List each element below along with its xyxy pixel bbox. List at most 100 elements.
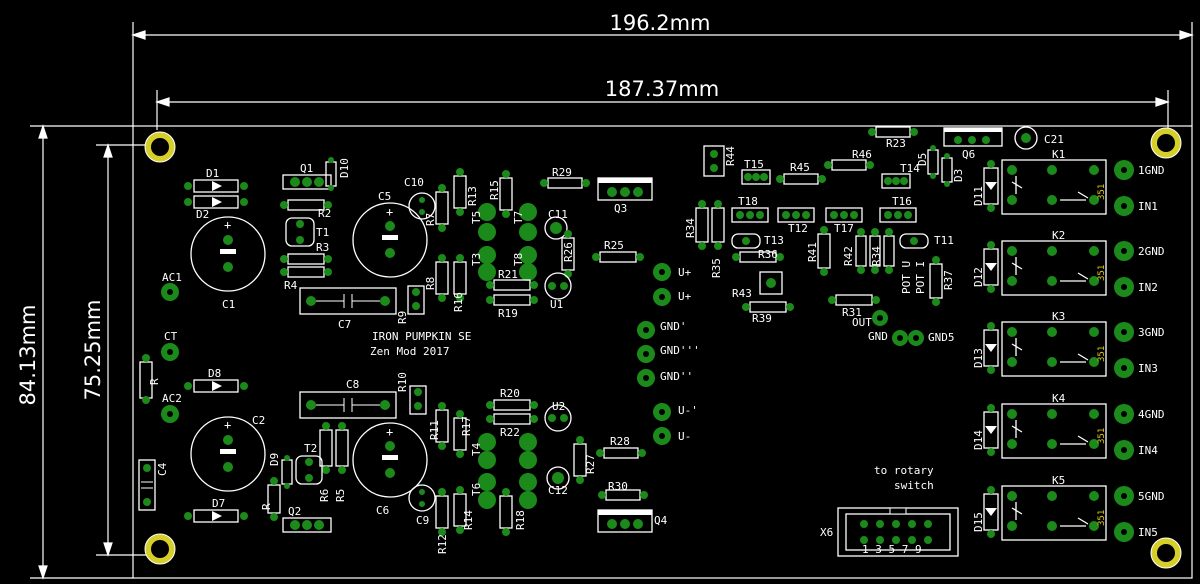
label-u-minus-1: U-' bbox=[678, 404, 698, 417]
relay-ref-label: K1 bbox=[1052, 148, 1065, 161]
transistor-t2 bbox=[295, 455, 323, 485]
label-pot-u: POT U bbox=[900, 261, 913, 294]
capacitor-c8 bbox=[299, 391, 397, 419]
label-r8: R8 bbox=[424, 277, 437, 290]
label-r17: R17 bbox=[460, 416, 473, 436]
label-r36: R36 bbox=[758, 248, 778, 261]
amp-section-lower bbox=[408, 385, 648, 536]
dim-inner-height: 75.25mm bbox=[81, 299, 105, 400]
transistor-q4 bbox=[597, 509, 653, 533]
label-r21: R21 bbox=[498, 268, 518, 281]
svg-text:+: + bbox=[386, 425, 393, 439]
label-d10: D10 bbox=[338, 158, 351, 178]
label-r13: R13 bbox=[466, 186, 479, 206]
label-r30: R30 bbox=[608, 480, 628, 493]
relay-value-label: 351 bbox=[1097, 265, 1107, 281]
relay-in-label: IN3 bbox=[1138, 362, 1158, 375]
power-pads bbox=[637, 263, 671, 445]
relay-section: D11K13511GNDIN1D12K23512GNDIN2D13K33513G… bbox=[972, 148, 1165, 542]
label-c4: C4 bbox=[156, 462, 169, 476]
relay-gnd-label: 4GND bbox=[1138, 408, 1165, 421]
label-t5: T5 bbox=[470, 211, 483, 224]
relay-ref-label: K2 bbox=[1052, 229, 1065, 242]
label-c9: C9 bbox=[416, 514, 429, 527]
regulator-section bbox=[695, 126, 1038, 346]
svg-text:+: + bbox=[224, 418, 231, 432]
label-t1: T1 bbox=[316, 226, 329, 239]
amp-section-upper bbox=[407, 168, 644, 315]
label-r39: R39 bbox=[752, 312, 772, 325]
label-gnd-2: GND''' bbox=[660, 344, 700, 357]
label-r22: R22 bbox=[500, 426, 520, 439]
label-t14: T14 bbox=[900, 162, 920, 175]
resistor-r-left bbox=[139, 354, 153, 404]
transistor-q3 bbox=[597, 177, 653, 201]
capacitor-c2: + bbox=[190, 416, 266, 492]
label-t18: T18 bbox=[738, 195, 758, 208]
label-r43: R43 bbox=[732, 287, 752, 300]
label-gnd-3: GND'' bbox=[660, 370, 693, 383]
label-r19: R19 bbox=[498, 307, 518, 320]
label-r28: R28 bbox=[610, 435, 630, 448]
svg-text:+: + bbox=[224, 218, 231, 232]
label-u-minus-2: U- bbox=[678, 430, 691, 443]
label-r45: R45 bbox=[790, 161, 810, 174]
label-t2: T2 bbox=[304, 442, 317, 455]
label-t11: T11 bbox=[934, 234, 954, 247]
board-title: IRON PUMPKIN SE bbox=[372, 330, 471, 343]
label-d7: D7 bbox=[212, 497, 225, 510]
label-d5: D5 bbox=[916, 153, 929, 166]
label-q2: Q2 bbox=[288, 505, 301, 518]
relay-diode-label: D14 bbox=[972, 430, 985, 450]
label-r27: R27 bbox=[584, 454, 597, 474]
label-r5: R5 bbox=[334, 489, 347, 502]
connector-pin-numbers: 1 3 5 7 9 bbox=[862, 543, 922, 556]
label-r12: R12 bbox=[436, 534, 449, 554]
label-r23: R23 bbox=[886, 137, 906, 150]
label-gnd-1: GND' bbox=[660, 320, 687, 333]
label-c1: C1 bbox=[222, 298, 235, 311]
label-q4: Q4 bbox=[654, 514, 668, 527]
label-d1: D1 bbox=[206, 167, 219, 180]
label-r3: R3 bbox=[316, 241, 329, 254]
label-c12: C12 bbox=[548, 484, 568, 497]
label-ct: CT bbox=[164, 330, 178, 343]
terminal-pads-left bbox=[161, 283, 179, 423]
board-subtitle: Zen Mod 2017 bbox=[370, 345, 449, 358]
label-d8: D8 bbox=[208, 367, 221, 380]
label-q6: Q6 bbox=[962, 148, 975, 161]
label-r29: R29 bbox=[552, 166, 572, 179]
svg-text:+: + bbox=[386, 205, 393, 219]
relay-diode-label: D13 bbox=[972, 348, 985, 368]
label-r26: R26 bbox=[562, 242, 575, 262]
label-t3: T3 bbox=[470, 253, 483, 266]
label-r: R bbox=[148, 378, 161, 385]
resistors-power bbox=[267, 199, 349, 521]
label-r2: R2 bbox=[318, 207, 331, 220]
label-r35: R35 bbox=[710, 258, 723, 278]
label-pot-i: POT I bbox=[914, 261, 927, 294]
label-ac2: AC2 bbox=[162, 392, 182, 405]
label-t15: T15 bbox=[744, 158, 764, 171]
capacitor-c6: + bbox=[352, 422, 428, 498]
label-r25: R25 bbox=[604, 239, 624, 252]
transistor-q2 bbox=[282, 517, 332, 533]
relay-value-label: 351 bbox=[1097, 184, 1107, 200]
label-t12: T12 bbox=[788, 222, 808, 235]
label-r44: R44 bbox=[724, 146, 737, 166]
relay-diode-label: D12 bbox=[972, 267, 985, 287]
dim-inner-width: 187.37mm bbox=[605, 77, 719, 101]
label-out: OUT bbox=[852, 316, 872, 329]
label-r18: R18 bbox=[514, 510, 527, 530]
label-d2: D2 bbox=[196, 208, 209, 221]
label-t4: T4 bbox=[470, 442, 483, 456]
label-r31: R31 bbox=[842, 306, 862, 319]
label-r4: R4 bbox=[284, 279, 298, 292]
capacitor-c5: + bbox=[352, 202, 428, 278]
label-c8: C8 bbox=[346, 378, 359, 391]
label-r34: R34 bbox=[684, 218, 697, 238]
